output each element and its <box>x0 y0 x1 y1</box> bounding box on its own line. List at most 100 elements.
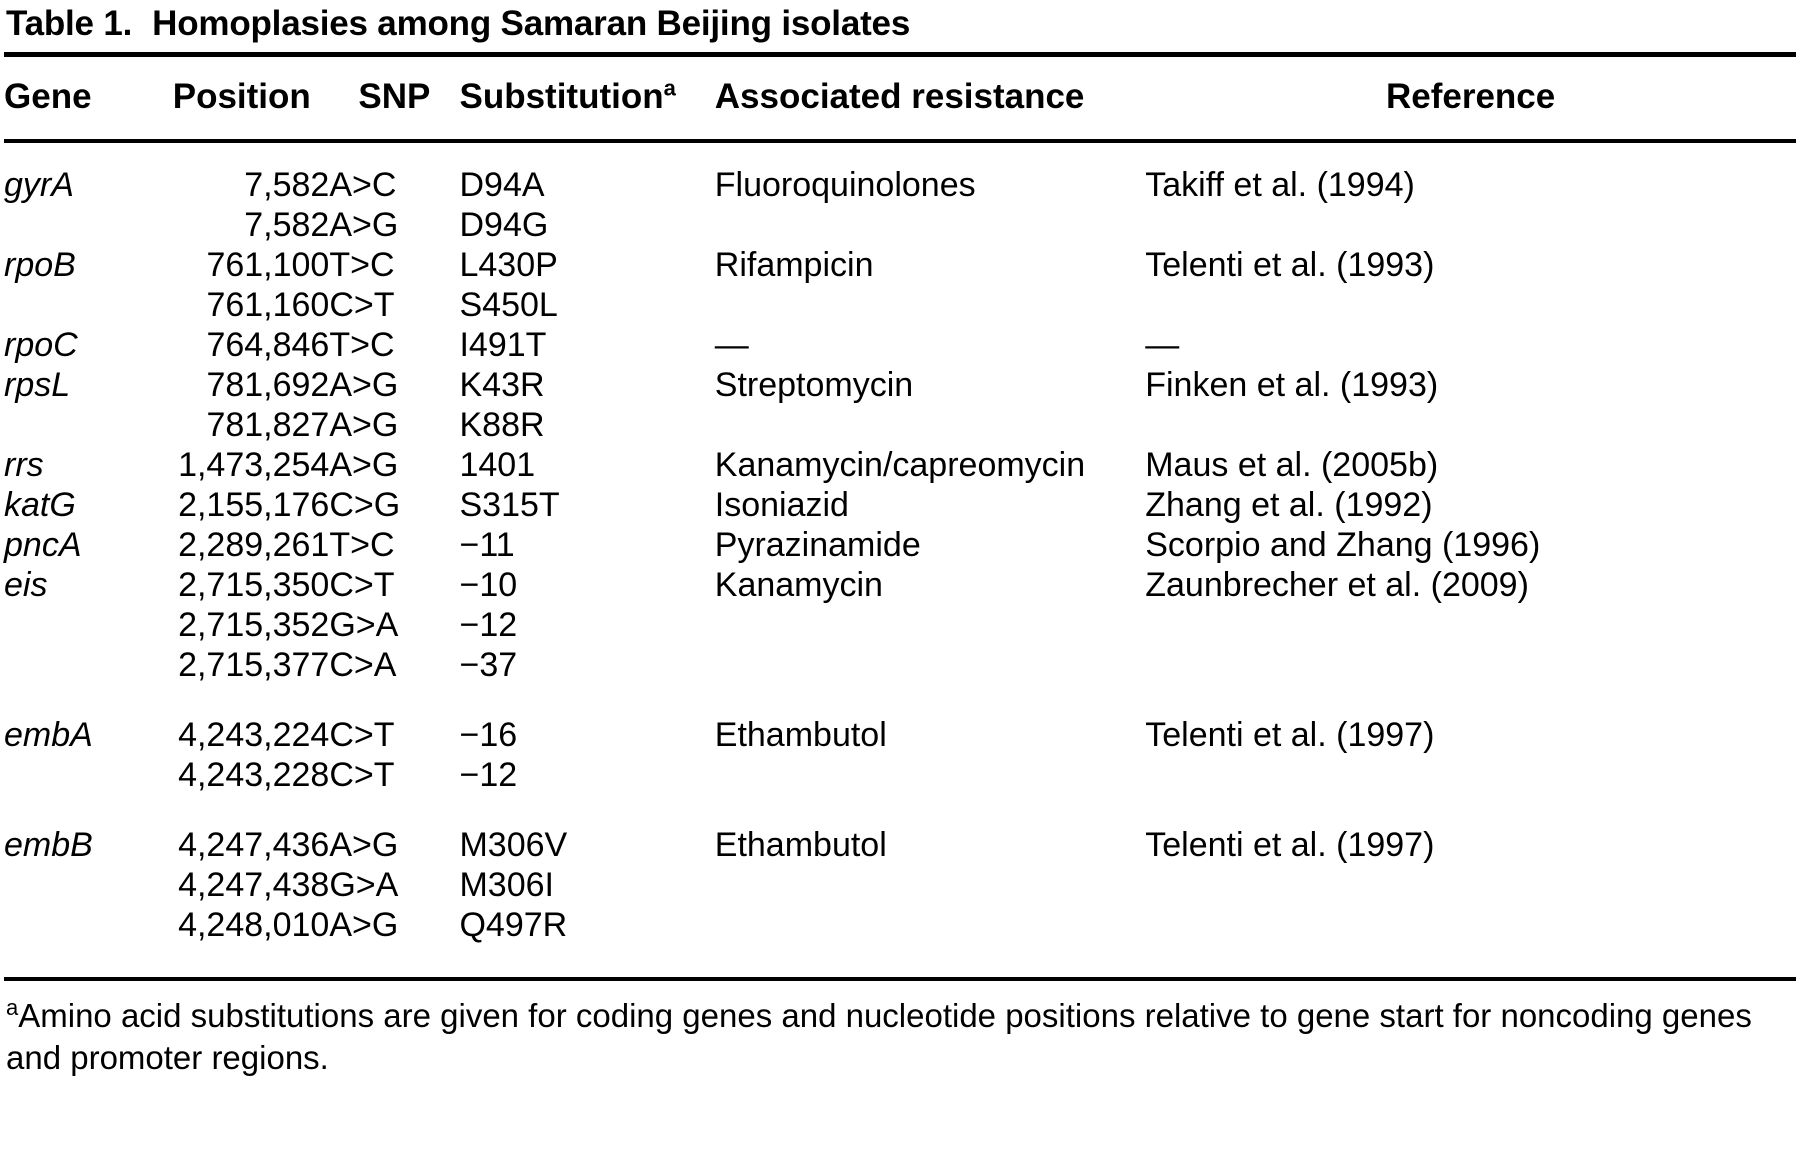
cell-reference: Scorpio and Zhang (1996) <box>1145 526 1541 564</box>
cell-gene <box>4 285 154 325</box>
cell-resistance: Ethambutol <box>714 826 887 864</box>
cell-snp: C>A <box>329 646 397 684</box>
cell-position: 2,715,350 <box>178 566 330 604</box>
cell-position: 1,473,254 <box>178 446 330 484</box>
footnote-superscript-a: a <box>6 995 19 1020</box>
cell-resistance: Kanamycin <box>714 566 883 604</box>
cell-substitution: K88R <box>459 406 545 444</box>
header-rule <box>4 139 1796 143</box>
cell-position: 4,247,436 <box>178 826 330 864</box>
cell-snp: T>C <box>329 326 395 364</box>
cell-substitution: L430P <box>459 246 558 284</box>
cell-position: 2,289,261 <box>178 526 330 564</box>
cell-position: 7,582 <box>244 206 330 244</box>
cell-substitution: −11 <box>459 526 515 564</box>
cell-reference: Telenti et al. (1993) <box>1145 246 1435 284</box>
cell-reference <box>1145 645 1796 685</box>
cell-substitution: D94A <box>459 166 545 204</box>
cell-reference <box>1145 405 1796 445</box>
cell-gene: embA <box>4 716 93 754</box>
cell-gene <box>4 755 154 795</box>
cell-substitution: M306I <box>459 866 554 904</box>
cell-snp: A>G <box>329 906 399 944</box>
cell-reference: — <box>1145 326 1180 364</box>
column-header-position: Position <box>172 77 311 116</box>
column-header-snp: SNP <box>358 77 431 116</box>
cell-snp: C>T <box>329 756 395 794</box>
cell-position: 4,243,228 <box>178 756 330 794</box>
cell-resistance: Kanamycin/capreomycin <box>714 446 1086 484</box>
cell-substitution: Q497R <box>459 906 568 944</box>
cell-gene: eis <box>4 566 48 604</box>
cell-reference: Telenti et al. (1997) <box>1145 716 1435 754</box>
cell-resistance: Pyrazinamide <box>714 526 921 564</box>
cell-reference <box>1145 285 1796 325</box>
footnote-marker-a: a <box>663 75 676 101</box>
cell-position: 2,715,377 <box>178 646 330 684</box>
cell-position: 781,827 <box>206 406 330 444</box>
table-bottom-rule <box>4 977 1796 981</box>
column-header-reference: Reference <box>1385 77 1556 116</box>
cell-resistance: Isoniazid <box>714 486 849 524</box>
cell-resistance <box>715 865 1145 905</box>
table-caption: Table 1. Homoplasies among Samaran Beijin… <box>4 0 1796 46</box>
cell-gene: katG <box>4 486 76 524</box>
column-header-substitution: Substitutiona <box>459 57 714 139</box>
table-number: Table 1. <box>6 4 133 43</box>
cell-position: 761,160 <box>206 286 330 324</box>
cell-gene <box>4 905 154 977</box>
footnote-text: Amino acid substitutions are given for c… <box>6 997 1752 1076</box>
cell-substitution: −12 <box>459 756 518 794</box>
cell-position: 7,582 <box>244 166 330 204</box>
cell-substitution: −16 <box>459 716 518 754</box>
cell-position: 761,100 <box>206 246 330 284</box>
cell-position: 781,692 <box>206 366 330 404</box>
cell-snp: A>C <box>329 166 397 204</box>
cell-resistance: Rifampicin <box>714 246 874 284</box>
cell-resistance: Ethambutol <box>714 716 887 754</box>
cell-reference: Zaunbrecher et al. (2009) <box>1145 566 1529 604</box>
cell-substitution: −37 <box>459 646 518 684</box>
cell-gene: rpoC <box>4 326 78 364</box>
header-row: Gene Position SNP Substitutiona Associat… <box>4 57 1796 139</box>
cell-position: 2,155,176 <box>178 486 330 524</box>
cell-gene: gyrA <box>4 166 74 204</box>
table-header: Gene Position SNP Substitutiona Associat… <box>4 57 1796 139</box>
cell-substitution: I491T <box>459 326 547 364</box>
cell-resistance <box>715 405 1145 445</box>
column-header-substitution-label: Substitution <box>459 77 664 116</box>
cell-gene: rpoB <box>4 246 76 284</box>
cell-snp: G>A <box>329 606 399 644</box>
cell-reference <box>1145 205 1796 245</box>
cell-position: 2,715,352 <box>178 606 330 644</box>
cell-snp: A>G <box>329 826 399 864</box>
cell-gene <box>4 405 154 445</box>
cell-gene: pncA <box>4 526 82 564</box>
cell-resistance: — <box>714 326 749 364</box>
cell-reference <box>1145 755 1796 795</box>
cell-snp: A>G <box>329 446 399 484</box>
cell-position: 4,248,010 <box>178 906 330 944</box>
cell-substitution: S450L <box>459 286 558 324</box>
cell-resistance <box>715 285 1145 325</box>
table-top-rule <box>4 52 1796 57</box>
cell-reference <box>1145 605 1796 645</box>
cell-reference: Takiff et al. (1994) <box>1145 166 1415 204</box>
cell-gene <box>4 205 154 245</box>
cell-substitution: 1401 <box>459 446 536 484</box>
cell-resistance <box>715 645 1145 685</box>
cell-gene <box>4 865 154 905</box>
table-title: Homoplasies among Samaran Beijing isolat… <box>152 4 911 43</box>
cell-position: 764,846 <box>206 326 330 364</box>
